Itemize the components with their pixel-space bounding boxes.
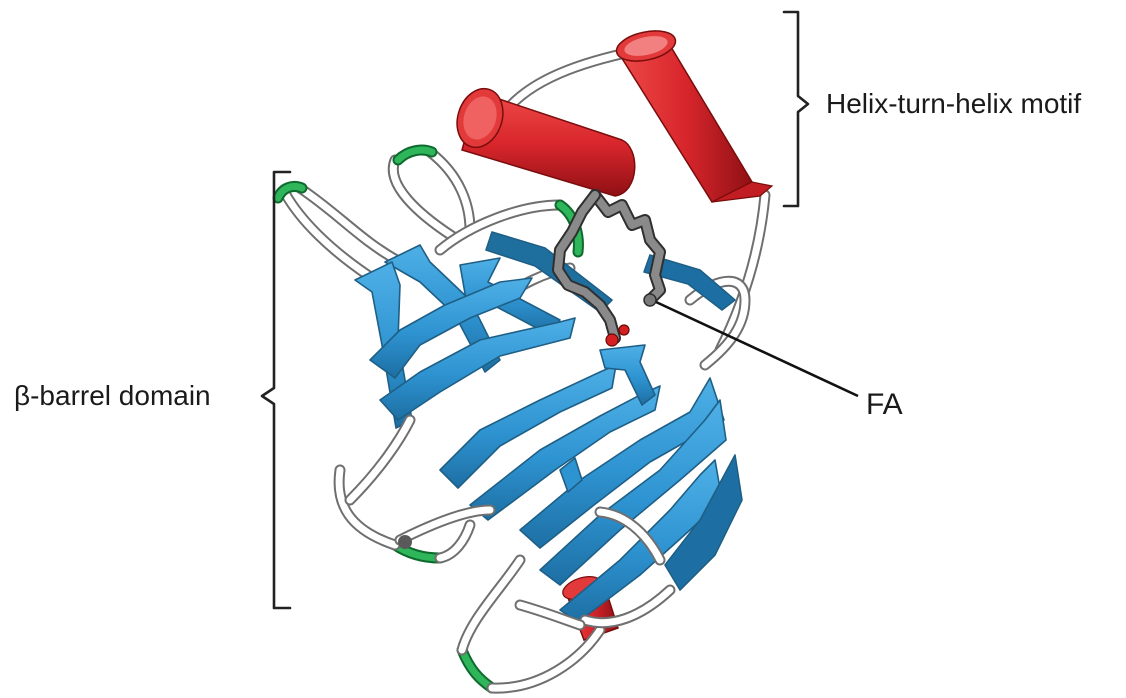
beta-strands-front xyxy=(370,278,742,622)
helix-2 xyxy=(614,26,772,202)
fa-pointer-line xyxy=(656,302,858,396)
barrel-domain-bracket xyxy=(262,172,290,608)
barrel-domain-label: β-barrel domain xyxy=(14,380,211,411)
fatty-acid-annotation: FA xyxy=(656,302,903,421)
helix-motif-bracket xyxy=(784,12,808,206)
helix-motif-annotation: Helix-turn-helix motif xyxy=(784,12,1081,206)
fa-label: FA xyxy=(866,388,903,421)
barrel-domain-annotation: β-barrel domain xyxy=(14,172,290,608)
helix-motif-label: Helix-turn-helix motif xyxy=(826,88,1081,119)
helix-1 xyxy=(450,83,635,196)
